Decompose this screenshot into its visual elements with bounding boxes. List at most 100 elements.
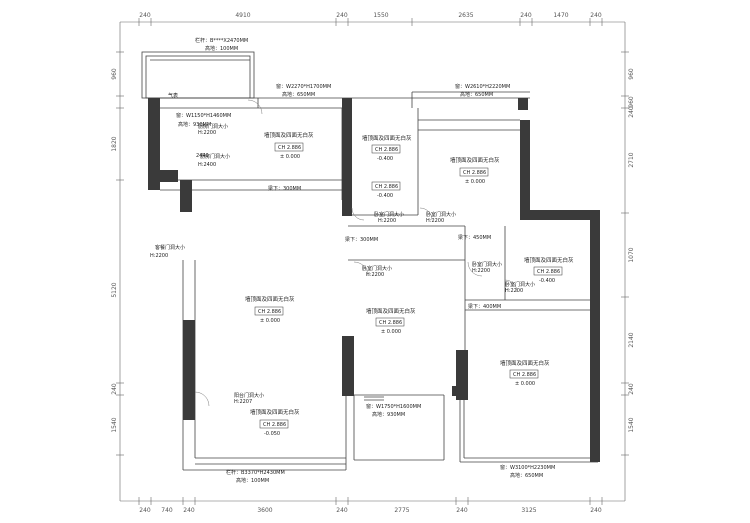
dim-top-8: 240	[590, 12, 602, 19]
rail-top-label: 栏杆：B****X2470MM	[195, 37, 248, 44]
dim-bottom-3: 240	[183, 507, 195, 514]
gas-meter-label: 气表	[168, 92, 178, 99]
solid-walls	[148, 98, 600, 462]
beam-right-b-label: 梁下：400MM	[468, 303, 501, 310]
room-desc: 墙顶面及四面无白灰	[366, 307, 416, 315]
room-desc: 墙顶面及四面无白灰	[450, 156, 500, 164]
dim-right-6: 2140	[628, 332, 635, 347]
door-label-a: 厨房门洞大小	[198, 123, 228, 130]
room-ch: CH 2.886	[513, 372, 536, 378]
dim-top-3: 240	[336, 12, 348, 19]
room-ch: CH 2.886	[263, 422, 286, 428]
window-top-right-label: 窗：W2610*H2220MM	[455, 83, 510, 90]
dim-bottom-7: 240	[456, 507, 468, 514]
window-left-height: 高地：930MM	[178, 121, 211, 128]
dim-bottom-4: 3600	[257, 507, 272, 514]
room-desc: 墙顶面及四面无白灰	[524, 256, 574, 264]
room-ch: CH 2.886	[278, 145, 301, 151]
room-tag-1: 墙顶面及四面无白灰 CH 2.886 ± 0.000	[264, 131, 314, 160]
dim-left-5: 1540	[111, 417, 118, 432]
room-desc: 墙顶面及四面无白灰	[500, 359, 550, 367]
dim-left-4: 240	[111, 383, 118, 395]
beam-mid-label: 梁下：300MM	[345, 236, 378, 243]
dim-right-8: 1540	[628, 417, 635, 432]
dim-bottom-8: 3125	[521, 507, 536, 514]
window-bottom-mid-label: 窗：W1750*H1600MM	[366, 403, 421, 410]
door-swings	[194, 99, 518, 407]
beam-right-a-label: 梁下：450MM	[458, 234, 491, 241]
room-tag-extra: CH 2.886 -0.400	[371, 181, 401, 199]
room-level: ± 0.000	[280, 154, 300, 160]
dim-bottom-2: 740	[161, 507, 173, 514]
room-level: -0.400	[377, 156, 393, 162]
door-label-e: 卧室门洞大小	[426, 211, 456, 218]
door-height-d: H:2200	[378, 218, 396, 224]
room-ch: CH 2.886	[463, 170, 486, 176]
room-desc: 墙顶面及四面无白灰	[250, 408, 300, 416]
room-level: -0.400	[377, 193, 393, 199]
door-height-f: H:2200	[366, 272, 384, 278]
door-label-d: 卧室门洞大小	[374, 211, 404, 218]
door-height-a: H:2200	[198, 130, 216, 136]
dim-left-2: 1820	[111, 136, 118, 151]
room-ch: CH 2.886	[537, 269, 560, 275]
dim-2440: 2440	[196, 153, 209, 159]
dim-bottom-5: 240	[336, 507, 348, 514]
rail-bottom-height: 高地：100MM	[236, 477, 269, 484]
door-height-c: H:2200	[150, 253, 168, 259]
door-height-b: H:2400	[198, 162, 216, 168]
room-desc: 墙顶面及四面无白灰	[245, 295, 295, 303]
window-bottom-right-height: 高地：650MM	[510, 472, 543, 479]
room-ch: CH 2.886	[375, 147, 398, 153]
room-tag-8: 墙顶面及四面无白灰 CH 2.886 -0.050	[250, 408, 300, 437]
window-bottom-mid-height: 高地：930MM	[372, 411, 405, 418]
room-tag-2: 墙顶面及四面无白灰 CH 2.886 -0.400	[362, 134, 412, 162]
room-tag-5: 墙顶面及四面无白灰 CH 2.886 ± 0.000	[366, 307, 416, 335]
room-level: -0.050	[264, 431, 280, 437]
window-top-mid-label: 窗：W2270*H1700MM	[276, 83, 331, 90]
window-left-label: 窗：W1150*H1460MM	[176, 112, 231, 119]
door-height-g: H:2200	[472, 268, 490, 274]
door-height-i: H:2207	[234, 399, 252, 405]
beam-top-label: 梁下：300MM	[268, 185, 301, 192]
dim-left-3: 5120	[111, 282, 118, 297]
window-bottom-right-label: 窗：W3100*H2230MM	[500, 464, 555, 471]
dim-top-2: 4910	[235, 12, 250, 19]
dim-top-6: 240	[520, 12, 532, 19]
room-ch: CH 2.886	[375, 184, 398, 190]
door-label-i: 阳台门洞大小	[234, 392, 264, 399]
dim-left-1: 960	[111, 68, 118, 80]
room-tag-6: 墙顶面及四面无白灰 CH 2.886 -0.400	[524, 256, 574, 284]
door-label-c: 客餐门洞大小	[155, 244, 185, 251]
room-desc: 墙顶面及四面无白灰	[362, 134, 412, 142]
rail-top-height: 高地：100MM	[205, 45, 238, 52]
door-height-e: H:2200	[426, 218, 444, 224]
dim-right-2: 960	[628, 96, 635, 108]
dim-right-1: 960	[628, 68, 635, 80]
door-height-h: H:2200	[505, 288, 523, 294]
dimension-lines	[116, 18, 629, 505]
room-level: ± 0.000	[260, 318, 280, 324]
dim-top-1: 240	[139, 12, 151, 19]
room-level: ± 0.000	[381, 329, 401, 335]
dim-bottom-6: 2775	[394, 507, 409, 514]
room-level: ± 0.000	[515, 381, 535, 387]
door-label-h: 卧室门洞大小	[505, 281, 535, 288]
dim-right-5: 1070	[628, 247, 635, 262]
room-tag-7: 墙顶面及四面无白灰 CH 2.886 ± 0.000	[500, 359, 550, 387]
dim-right-7: 240	[628, 383, 635, 395]
door-label-b: 厨房门洞大小	[200, 153, 230, 160]
room-desc: 墙顶面及四面无白灰	[264, 131, 314, 139]
room-ch: CH 2.886	[379, 320, 402, 326]
dim-top-4: 1550	[373, 12, 388, 19]
dim-top-5: 2635	[458, 12, 473, 19]
dim-bottom-1: 240	[139, 507, 151, 514]
dim-bottom-9: 240	[590, 507, 602, 514]
door-label-g: 卧室门洞大小	[472, 261, 502, 268]
room-level: -0.400	[539, 278, 555, 284]
door-label-f: 卧室门洞大小	[362, 265, 392, 272]
room-tag-3: 墙顶面及四面无白灰 CH 2.886 ± 0.000	[450, 156, 500, 185]
dim-right-4: 2710	[628, 152, 635, 167]
